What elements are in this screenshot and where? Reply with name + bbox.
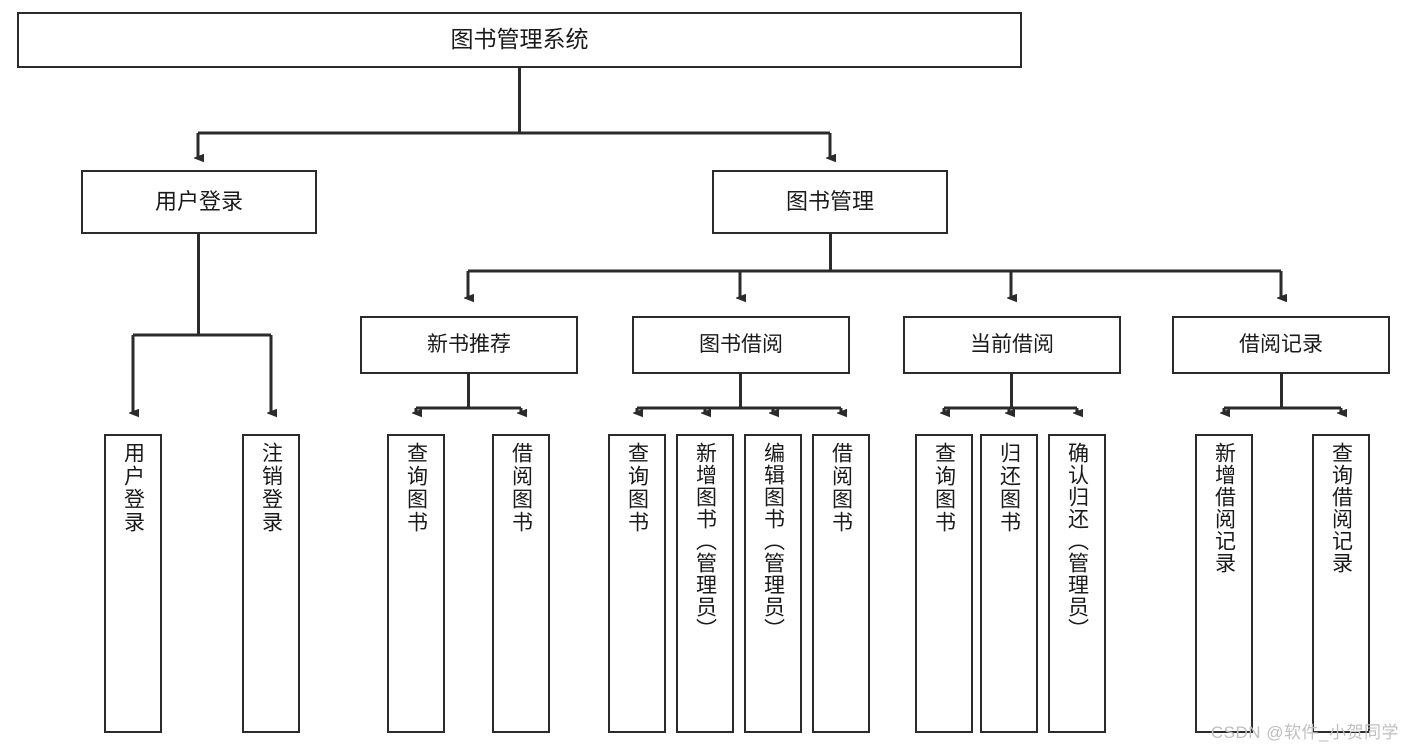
node-label: 查询图书 [404,442,428,534]
watermark-text: CSDN @软件_小贺同学 [1210,723,1399,742]
node-label: 查询借阅记录 [1329,442,1353,574]
leaf-new-book-borrow[interactable]: 借阅图书 [492,434,550,733]
leaf-new-book-query[interactable]: 查询图书 [387,434,445,733]
node-label: 新增图书（管理员） [693,442,717,640]
node-label: 用户登录 [121,442,145,534]
leaf-current-confirm-return-admin[interactable]: 确认归还（管理员） [1048,434,1106,733]
node-root-system[interactable]: 图书管理系统 [17,12,1022,68]
node-label: 查询图书 [932,442,956,534]
node-book-borrow[interactable]: 图书借阅 [632,316,850,374]
leaf-borrow-query-book[interactable]: 查询图书 [608,434,666,733]
node-label: 归还图书 [997,442,1021,534]
leaf-record-query-record[interactable]: 查询借阅记录 [1312,434,1370,733]
node-label: 编辑图书（管理员） [761,442,785,640]
node-label: 注销登录 [259,442,283,534]
leaf-user-login-login[interactable]: 用户登录 [104,434,162,733]
node-borrow-record[interactable]: 借阅记录 [1172,316,1390,374]
leaf-user-login-logout[interactable]: 注销登录 [242,434,300,733]
leaf-borrow-edit-book-admin[interactable]: 编辑图书（管理员） [744,434,802,733]
node-label: 借阅图书 [509,442,533,534]
node-label: 图书管理 [785,188,874,214]
node-current-borrow[interactable]: 当前借阅 [903,316,1121,374]
node-label: 当前借阅 [970,333,1054,357]
node-label: 新增借阅记录 [1212,442,1236,574]
node-user-login[interactable]: 用户登录 [81,170,317,234]
leaf-record-add-record[interactable]: 新增借阅记录 [1195,434,1253,733]
node-label: 查询图书 [625,442,649,534]
node-label: 用户登录 [154,188,243,214]
leaf-current-return-book[interactable]: 归还图书 [980,434,1038,733]
node-new-book-recommend[interactable]: 新书推荐 [360,316,578,374]
node-book-management[interactable]: 图书管理 [712,170,948,234]
leaf-borrow-add-book-admin[interactable]: 新增图书（管理员） [676,434,734,733]
node-label: 新书推荐 [427,333,511,357]
node-label: 借阅记录 [1239,333,1323,357]
node-label: 借阅图书 [829,442,853,534]
leaf-borrow-borrow-book[interactable]: 借阅图书 [812,434,870,733]
node-label: 确认归还（管理员） [1065,442,1089,640]
leaf-current-query-book[interactable]: 查询图书 [915,434,973,733]
node-label: 图书管理系统 [450,26,589,53]
node-label: 图书借阅 [699,333,783,357]
